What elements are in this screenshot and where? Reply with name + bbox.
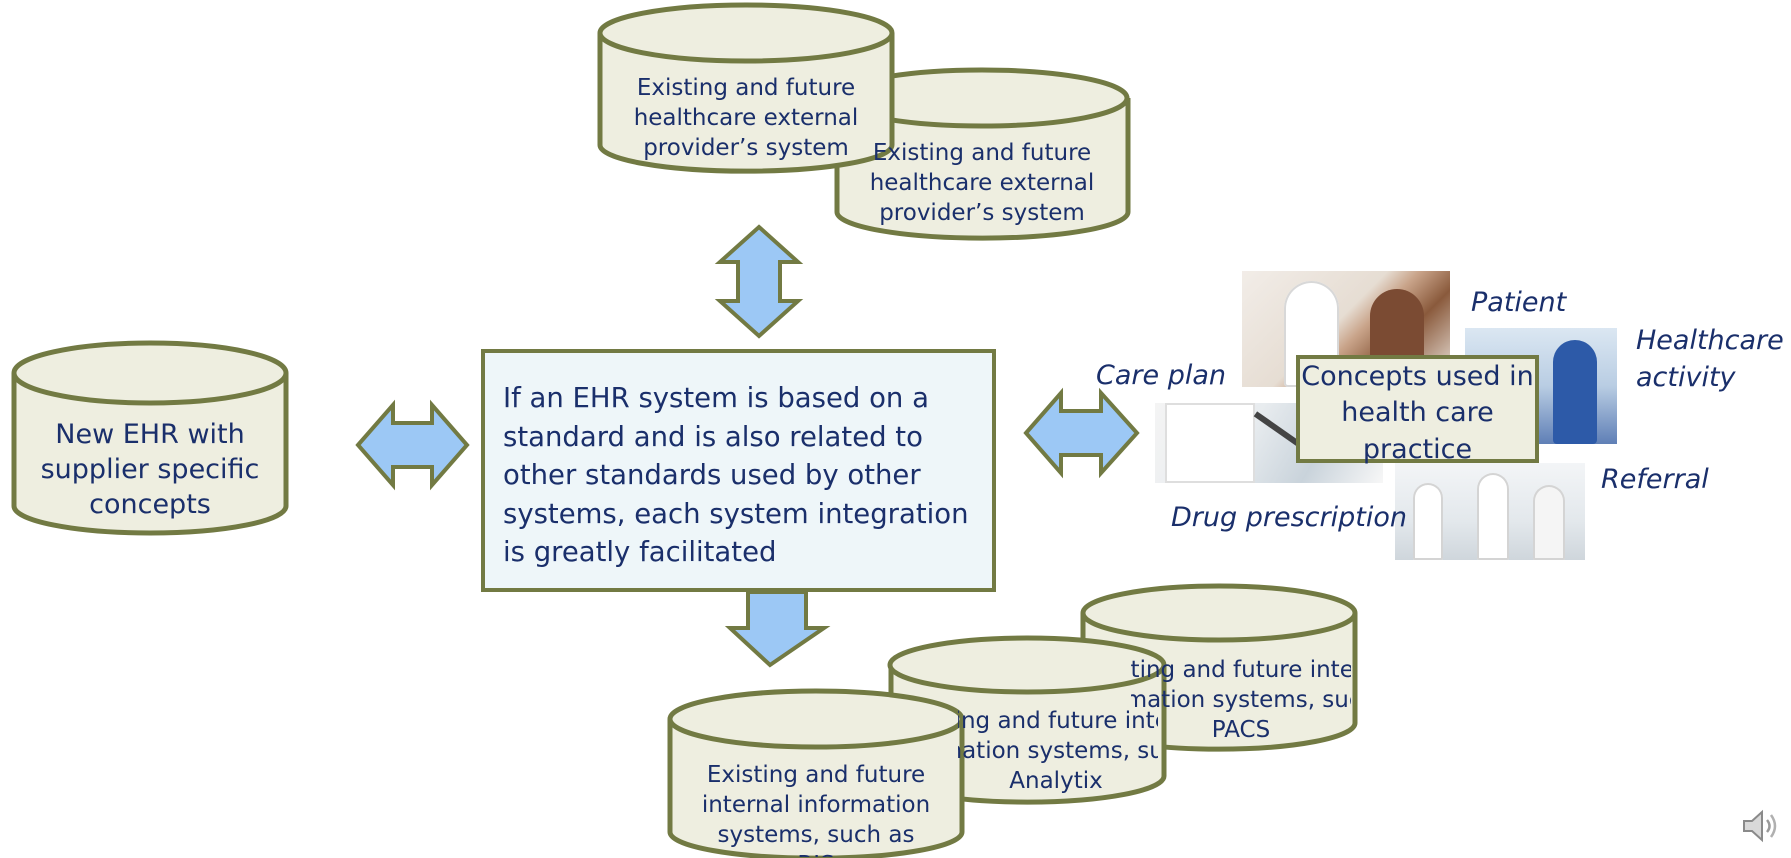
cylinder-top-front bbox=[597, 2, 895, 174]
arrow-up-down-top bbox=[714, 224, 804, 339]
cylinder-bottom-front bbox=[667, 688, 965, 858]
cylinder-bottom-middle-text-inner: Existing and future internal information… bbox=[958, 708, 1158, 794]
photo-figure-coat bbox=[1165, 403, 1255, 483]
label-care-plan: Care plan bbox=[1096, 360, 1226, 391]
cylinder-bottom-middle-text: Existing and future internal information… bbox=[958, 707, 1158, 803]
cylinder-top-back bbox=[834, 67, 1131, 241]
label-drug-prescription: Drug prescription bbox=[1171, 502, 1407, 533]
arrow-left-right-left bbox=[355, 399, 470, 491]
cylinder-bottom-front-text: Existing and future internal information… bbox=[701, 762, 931, 857]
arrow-down-bottom bbox=[724, 590, 831, 668]
photo-figure-staff-1 bbox=[1553, 340, 1597, 444]
photo-figure-team-1 bbox=[1413, 483, 1443, 560]
cylinder-bottom-back-text: Existing and future internal information… bbox=[1131, 656, 1351, 752]
label-referral: Referral bbox=[1601, 464, 1709, 495]
cylinder-top-back-text: Existing and future healthcare external … bbox=[869, 140, 1095, 226]
label-healthcare-activity: Healthcare activity bbox=[1636, 325, 1784, 394]
cylinder-left bbox=[11, 340, 289, 536]
cylinder-left-text: New EHR with supplier specific concepts bbox=[40, 419, 260, 521]
photo-figure-team-3 bbox=[1533, 485, 1565, 560]
arrow-left-right-right bbox=[1023, 387, 1140, 479]
speaker-icon[interactable] bbox=[1740, 805, 1782, 847]
center-statement-box: If an EHR system is based on a standard … bbox=[481, 349, 996, 592]
label-patient: Patient bbox=[1471, 287, 1567, 318]
photo-team-meeting bbox=[1395, 463, 1585, 560]
cylinder-top-front-text: Existing and future healthcare external … bbox=[633, 75, 859, 161]
photo-figure-team-2 bbox=[1477, 473, 1509, 560]
concepts-box: Concepts used in health care practice bbox=[1296, 355, 1539, 465]
cylinder-bottom-back-text-inner: Existing and future internal information… bbox=[1131, 657, 1351, 743]
